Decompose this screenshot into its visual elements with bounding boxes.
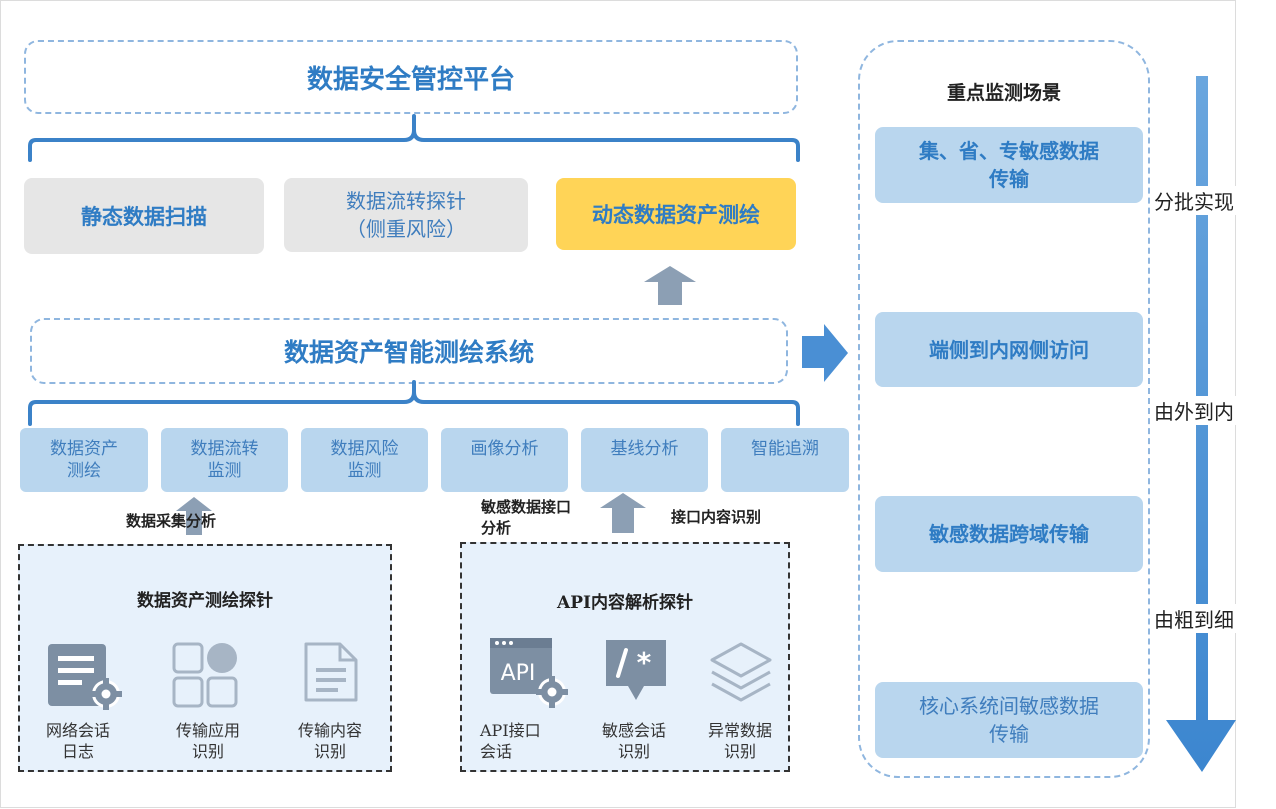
module-label: 基线分析 xyxy=(610,439,679,459)
scenario-item: 敏感数据跨域传输 xyxy=(875,496,1143,572)
capability-static-scan: 静态数据扫描 xyxy=(24,178,264,254)
probe-item-label: 会话 xyxy=(480,742,513,761)
probe-item-abnormal-data: 异常数据 识别 xyxy=(694,720,786,762)
module-label: 监测 xyxy=(347,461,382,481)
module-profile-analysis: 画像分析 xyxy=(441,428,568,492)
scenario-item: 核心系统间敏感数据 传输 xyxy=(875,682,1143,758)
probe-item-label: 异常数据 xyxy=(707,721,772,740)
module-label: 数据流转 xyxy=(190,439,259,459)
progression-step: 分批实现 xyxy=(1154,186,1254,215)
probe-item-label: 识别 xyxy=(723,742,756,761)
module-asset-mapping: 数据资产 测绘 xyxy=(20,428,148,492)
probe-item-session-log: 网络会话 日志 xyxy=(30,720,126,762)
system-brace xyxy=(28,380,800,426)
api-analysis-label: 敏感数据接口 分析 xyxy=(481,497,601,539)
probe-item-app-recognition: 传输应用 识别 xyxy=(160,720,256,762)
probe-asset-mapping xyxy=(18,544,392,772)
document-lines-icon xyxy=(304,642,358,702)
scenario-label: 传输 xyxy=(989,722,1029,746)
capability-dynamic-mapping: 动态数据资产测绘 xyxy=(556,178,796,250)
api-badge-text: API xyxy=(501,661,536,686)
up-arrow-api xyxy=(600,493,646,533)
document-gear-icon xyxy=(48,644,122,710)
up-arrow-collect xyxy=(176,497,212,535)
capability-flow-probe: 数据流转探针 （侧重风险） xyxy=(284,178,528,252)
probe-item-label: 敏感会话 xyxy=(601,721,666,740)
module-risk-monitor: 数据风险 监测 xyxy=(301,428,428,492)
scenario-label: 核心系统间敏感数据 xyxy=(919,694,1099,718)
module-label: 数据资产 xyxy=(50,439,118,459)
module-smart-trace: 智能追溯 xyxy=(721,428,849,492)
probe-item-api-session: API接口 会话 xyxy=(466,720,558,762)
collect-label: 数据采集分析 xyxy=(126,512,217,530)
module-baseline-analysis: 基线分析 xyxy=(581,428,708,492)
layers-icon xyxy=(710,642,772,702)
scenario-label: 端侧到内网侧访问 xyxy=(929,337,1089,362)
module-label: 画像分析 xyxy=(470,439,539,459)
probe-item-content-recognition: 传输内容 识别 xyxy=(282,720,378,762)
capability-sublabel: （侧重风险） xyxy=(346,217,466,241)
progression-step: 由外到内 xyxy=(1154,396,1254,425)
grid-apps-icon xyxy=(172,642,238,708)
module-label: 数据风险 xyxy=(330,439,399,459)
module-label: 测绘 xyxy=(67,461,101,481)
probe-item-label: 识别 xyxy=(191,742,224,761)
scenario-item: 端侧到内网侧访问 xyxy=(875,312,1143,387)
probe-item-label: 传输应用 xyxy=(175,721,240,740)
up-arrow-to-mapping xyxy=(644,266,696,305)
progression-step: 由粗到细 xyxy=(1154,604,1254,633)
probe-item-sensitive-session: 敏感会话 识别 xyxy=(588,720,680,762)
probe-item-label: 识别 xyxy=(313,742,346,761)
api-analysis-label-line: 分析 xyxy=(481,519,512,537)
probe-item-label: API接口 xyxy=(480,721,541,740)
capability-label: 静态数据扫描 xyxy=(81,204,207,229)
right-arrow-to-scenarios xyxy=(802,324,848,382)
capability-label: 动态数据资产测绘 xyxy=(592,202,760,227)
scenario-panel xyxy=(858,40,1150,778)
probe-item-label: 日志 xyxy=(61,742,94,761)
platform-title: 数据安全管控平台 xyxy=(306,64,515,95)
chat-regex-icon: * xyxy=(606,640,666,700)
system-title-box: 数据资产智能测绘系统 xyxy=(30,318,788,384)
content-recognition-label: 接口内容识别 xyxy=(671,508,762,526)
platform-brace xyxy=(28,114,800,162)
system-title: 数据资产智能测绘系统 xyxy=(283,338,534,367)
module-label: 监测 xyxy=(207,461,242,481)
api-window-gear-icon: API xyxy=(490,638,568,708)
api-analysis-label-line: 敏感数据接口 xyxy=(481,498,572,516)
probe-title: 数据资产测绘探针 xyxy=(137,591,273,611)
probe-item-label: 传输内容 xyxy=(297,721,362,740)
probe-title: API内容解析探针 xyxy=(557,593,693,613)
scenario-panel-title: 重点监测场景 xyxy=(946,82,1061,104)
scenario-label: 传输 xyxy=(989,167,1029,191)
probe-item-label: 识别 xyxy=(617,742,650,761)
probe-item-label: 网络会话 xyxy=(45,721,110,740)
scenario-label: 集、省、专敏感数据 xyxy=(919,139,1099,163)
capability-label: 数据流转探针 xyxy=(346,189,466,213)
svg-text:*: * xyxy=(637,646,652,679)
module-label: 智能追溯 xyxy=(751,439,819,459)
module-flow-monitor: 数据流转 监测 xyxy=(161,428,288,492)
scenario-item: 集、省、专敏感数据 传输 xyxy=(875,127,1143,203)
platform-title-box: 数据安全管控平台 xyxy=(24,40,798,114)
scenario-label: 敏感数据跨域传输 xyxy=(929,522,1089,546)
